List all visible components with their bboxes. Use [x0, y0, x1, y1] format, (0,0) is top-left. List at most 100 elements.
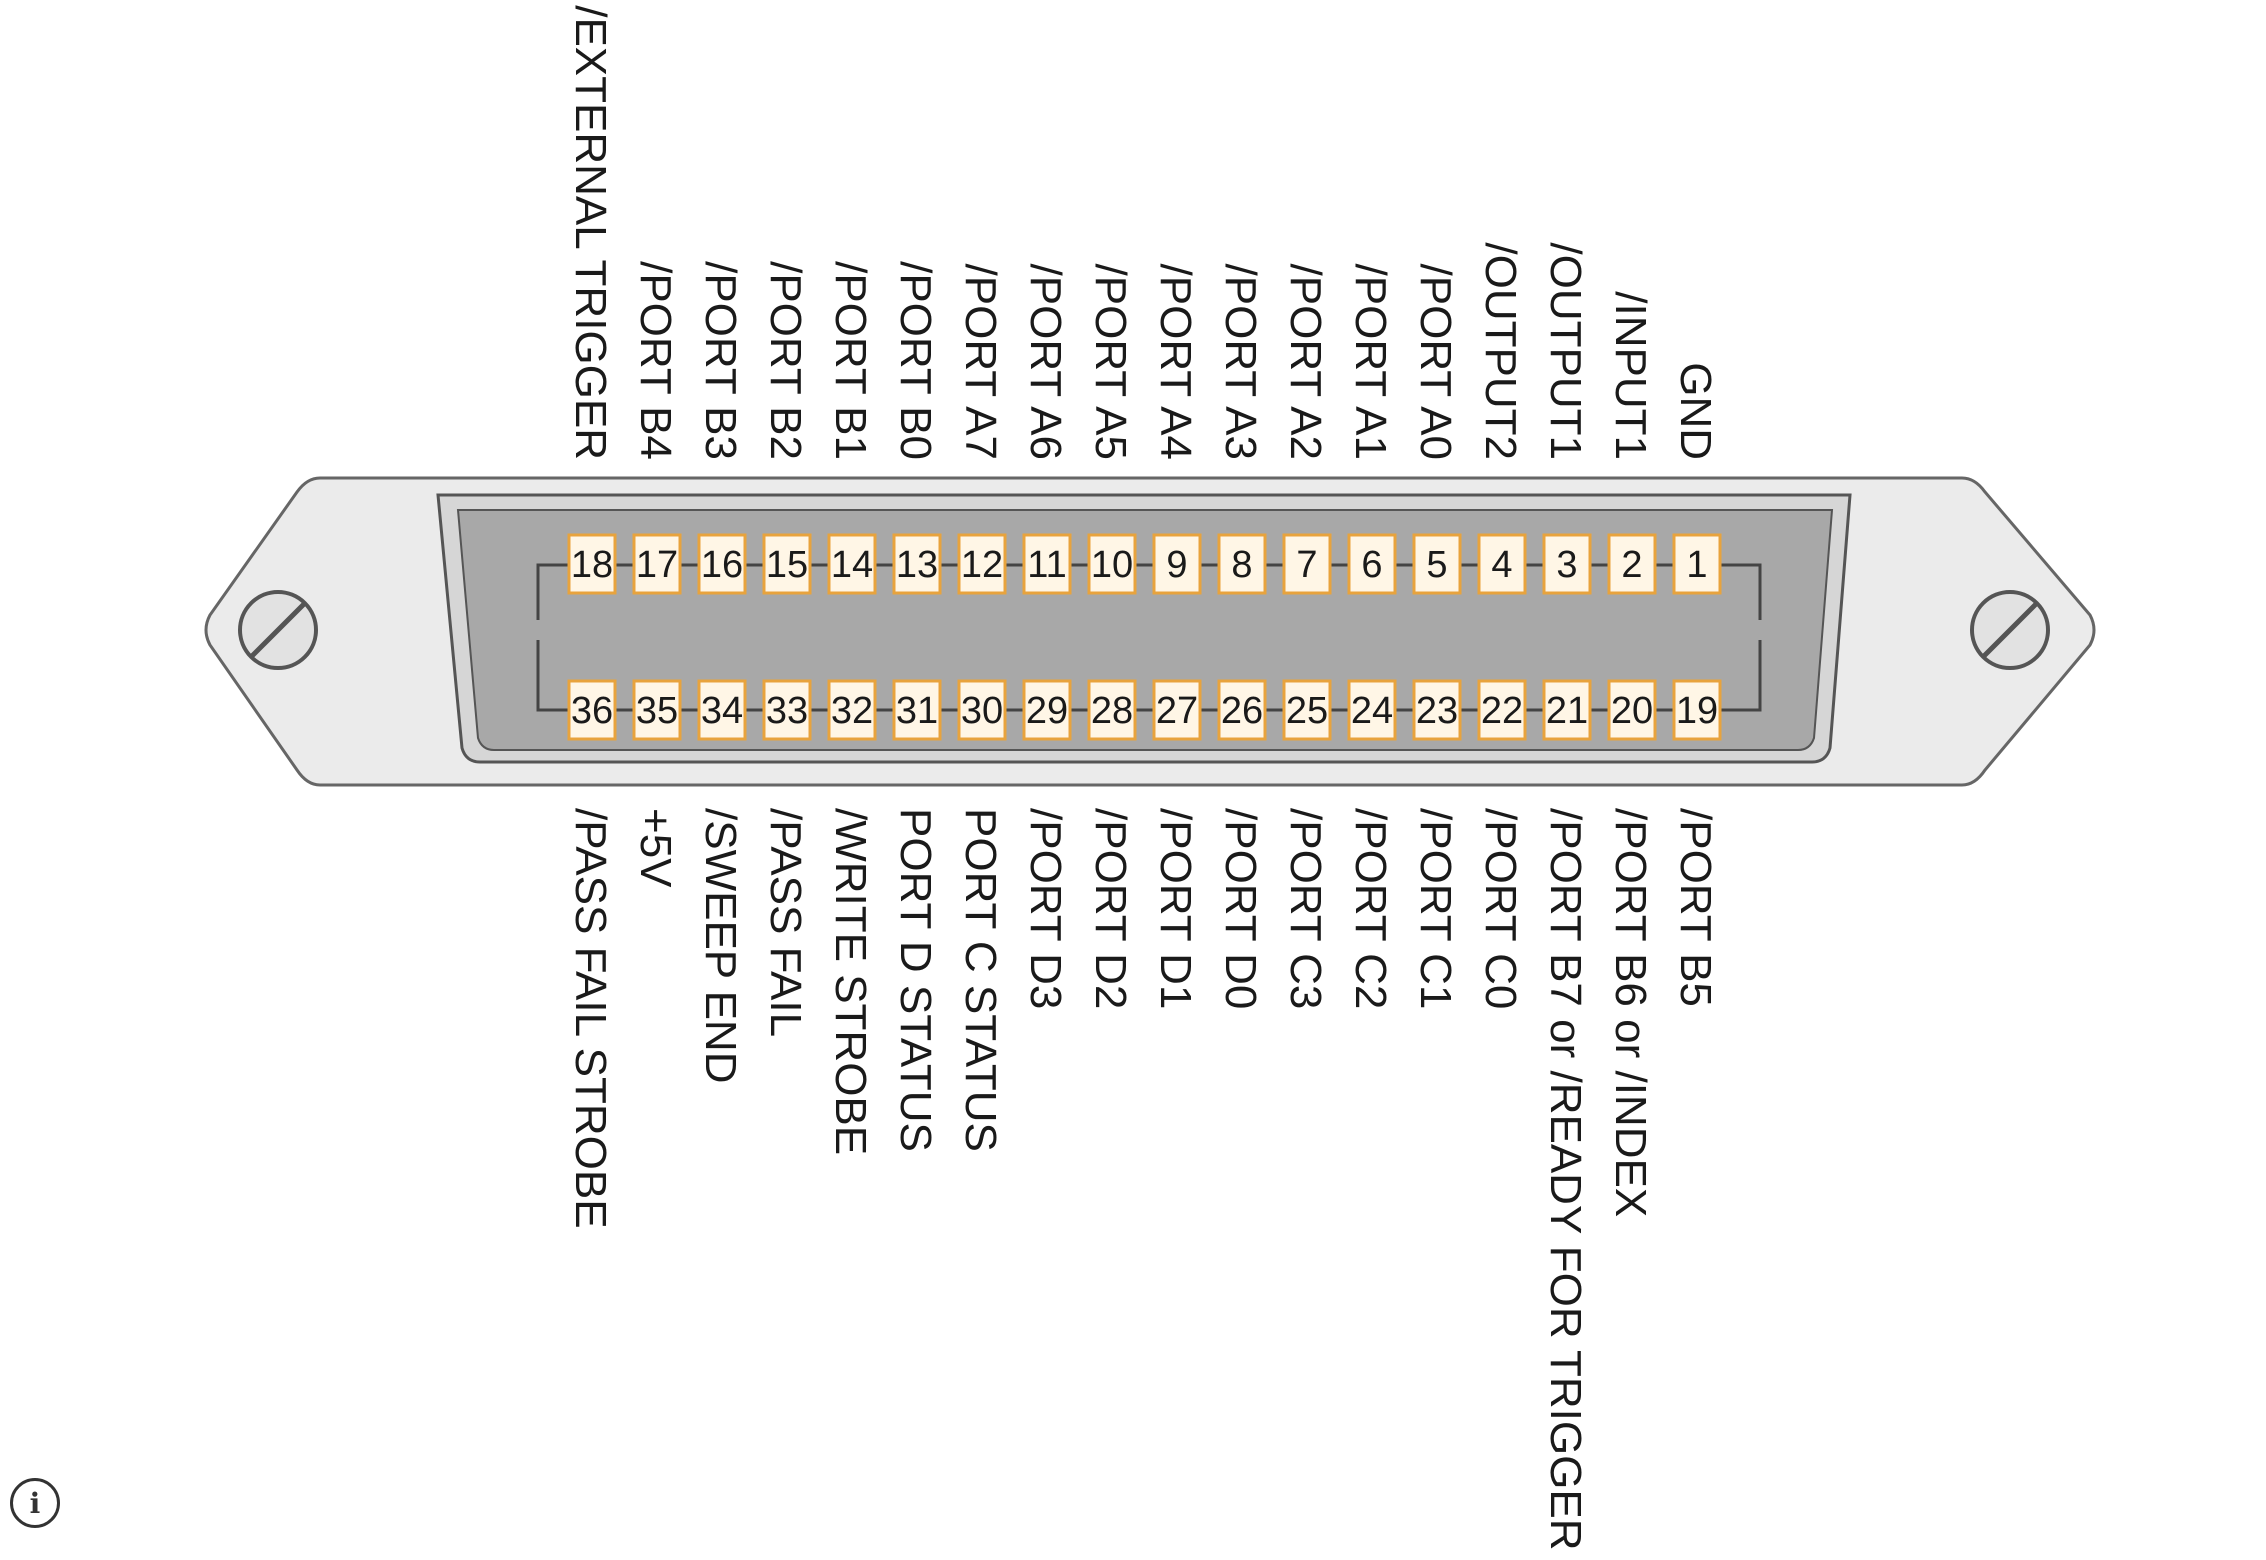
- top-pin-rail: [536, 563, 1762, 620]
- bottom-pin-label: /PORT B7 or /READY FOR TRIGGER: [1541, 808, 1590, 1550]
- pin-9: 9: [1152, 533, 1202, 595]
- bottom-pin-label: /PORT D3: [1021, 808, 1070, 1009]
- pin-box: [1542, 533, 1592, 595]
- pin-33: 33: [762, 679, 812, 741]
- pin-box: [892, 533, 942, 595]
- pin-number: 8: [1231, 544, 1252, 586]
- pin-4: 4: [1477, 533, 1527, 595]
- pin-18: 18: [567, 533, 617, 595]
- top-pin-label: /PORT A4: [1151, 264, 1200, 460]
- pin-29: 29: [1022, 679, 1072, 741]
- pin-box: [1477, 679, 1527, 741]
- pin-number: 7: [1296, 544, 1317, 586]
- pin-number: 31: [896, 690, 938, 732]
- bottom-pin-label: /PORT C2: [1346, 808, 1395, 1009]
- pin-number: 15: [766, 544, 808, 586]
- info-icon[interactable]: i: [10, 1478, 60, 1528]
- pin-2: 2: [1607, 533, 1657, 595]
- top-pin-label: /OUTPUT1: [1541, 242, 1590, 460]
- pin-35: 35: [632, 679, 682, 741]
- bottom-pin-label: PORT D STATUS: [891, 808, 940, 1152]
- pin-number: 25: [1286, 690, 1328, 732]
- pin-number: 14: [831, 544, 873, 586]
- pin-26: 26: [1217, 679, 1267, 741]
- pin-27: 27: [1152, 679, 1202, 741]
- pin-box: [567, 533, 617, 595]
- pin-6: 6: [1347, 533, 1397, 595]
- bottom-pin-label: /PORT D2: [1086, 808, 1135, 1009]
- pin-3: 3: [1542, 533, 1592, 595]
- pin-number: 6: [1361, 544, 1382, 586]
- pin-number: 12: [961, 544, 1003, 586]
- pin-box: [1607, 679, 1657, 741]
- bottom-pin-label: /PORT C1: [1411, 808, 1460, 1009]
- pin-box: [957, 679, 1007, 741]
- pin-31: 31: [892, 679, 942, 741]
- top-pin-label: /PORT B3: [696, 261, 745, 460]
- pin-number: 2: [1621, 544, 1642, 586]
- top-label-group: GND/INPUT1/OUTPUT1/OUTPUT2/PORT A0/PORT …: [566, 5, 1720, 460]
- top-pin-label: /EXTERNAL TRIGGER: [566, 5, 615, 460]
- pin-number: 27: [1156, 690, 1198, 732]
- top-pin-label: /PORT B0: [891, 261, 940, 460]
- pin-number: 5: [1426, 544, 1447, 586]
- pin-number: 21: [1546, 690, 1588, 732]
- pin-number: 1: [1686, 544, 1707, 586]
- screw-icon-right: [1970, 590, 2050, 670]
- pin-number: 3: [1556, 544, 1577, 586]
- pin-number: 35: [636, 690, 678, 732]
- top-pin-label: /PORT A6: [1021, 264, 1070, 460]
- pin-22: 22: [1477, 679, 1527, 741]
- pin-number: 23: [1416, 690, 1458, 732]
- bottom-pin-label: +5V: [631, 808, 680, 888]
- pin-box: [1477, 533, 1527, 595]
- pin-number: 29: [1026, 690, 1068, 732]
- pin-7: 7: [1282, 533, 1332, 595]
- bottom-pin-label: /SWEEP END: [696, 808, 745, 1083]
- pin-32: 32: [827, 679, 877, 741]
- bottom-pin-label: /PORT D1: [1151, 808, 1200, 1009]
- pin-number: 30: [961, 690, 1003, 732]
- pin-number: 20: [1611, 690, 1653, 732]
- pin-28: 28: [1087, 679, 1137, 741]
- pin-23: 23: [1412, 679, 1462, 741]
- pin-box: [1217, 533, 1267, 595]
- pin-box: [1152, 533, 1202, 595]
- pin-box: [762, 679, 812, 741]
- pin-5: 5: [1412, 533, 1462, 595]
- pin-number: 13: [896, 544, 938, 586]
- pin-box: [957, 533, 1007, 595]
- pin-36: 36: [567, 679, 617, 741]
- top-pin-label: /PORT A7: [956, 264, 1005, 460]
- bottom-pin-label: /PASS FAIL: [761, 808, 810, 1037]
- pin-24: 24: [1347, 679, 1397, 741]
- bottom-label-group: /PORT B5/PORT B6 or /INDEX/PORT B7 or /R…: [566, 808, 1720, 1550]
- pin-box: [632, 679, 682, 741]
- top-pin-label: /OUTPUT2: [1476, 242, 1525, 460]
- pin-25: 25: [1282, 679, 1332, 741]
- bottom-pin-label: /PORT B6 or /INDEX: [1606, 808, 1655, 1217]
- pin-number: 33: [766, 690, 808, 732]
- top-pin-label: /PORT A3: [1216, 264, 1265, 460]
- top-pin-label: /PORT B1: [826, 261, 875, 460]
- bottom-pin-label: PORT C STATUS: [956, 808, 1005, 1152]
- pin-number: 32: [831, 690, 873, 732]
- pin-15: 15: [762, 533, 812, 595]
- pin-16: 16: [697, 533, 747, 595]
- pin-14: 14: [827, 533, 877, 595]
- pin-number: 22: [1481, 690, 1523, 732]
- pin-21: 21: [1542, 679, 1592, 741]
- pin-box: [1542, 679, 1592, 741]
- pin-number: 17: [636, 544, 678, 586]
- bottom-pin-label: /PORT C0: [1476, 808, 1525, 1009]
- pin-box: [1087, 533, 1137, 595]
- pin-box: [697, 533, 747, 595]
- pin-number: 24: [1351, 690, 1393, 732]
- pin-30: 30: [957, 679, 1007, 741]
- pin-10: 10: [1087, 533, 1137, 595]
- top-pin-label: /PORT A5: [1086, 264, 1135, 460]
- pin-number: 34: [701, 690, 743, 732]
- pin-number: 36: [571, 690, 613, 732]
- top-pin-label: /INPUT1: [1606, 291, 1655, 460]
- pin-box: [1087, 679, 1137, 741]
